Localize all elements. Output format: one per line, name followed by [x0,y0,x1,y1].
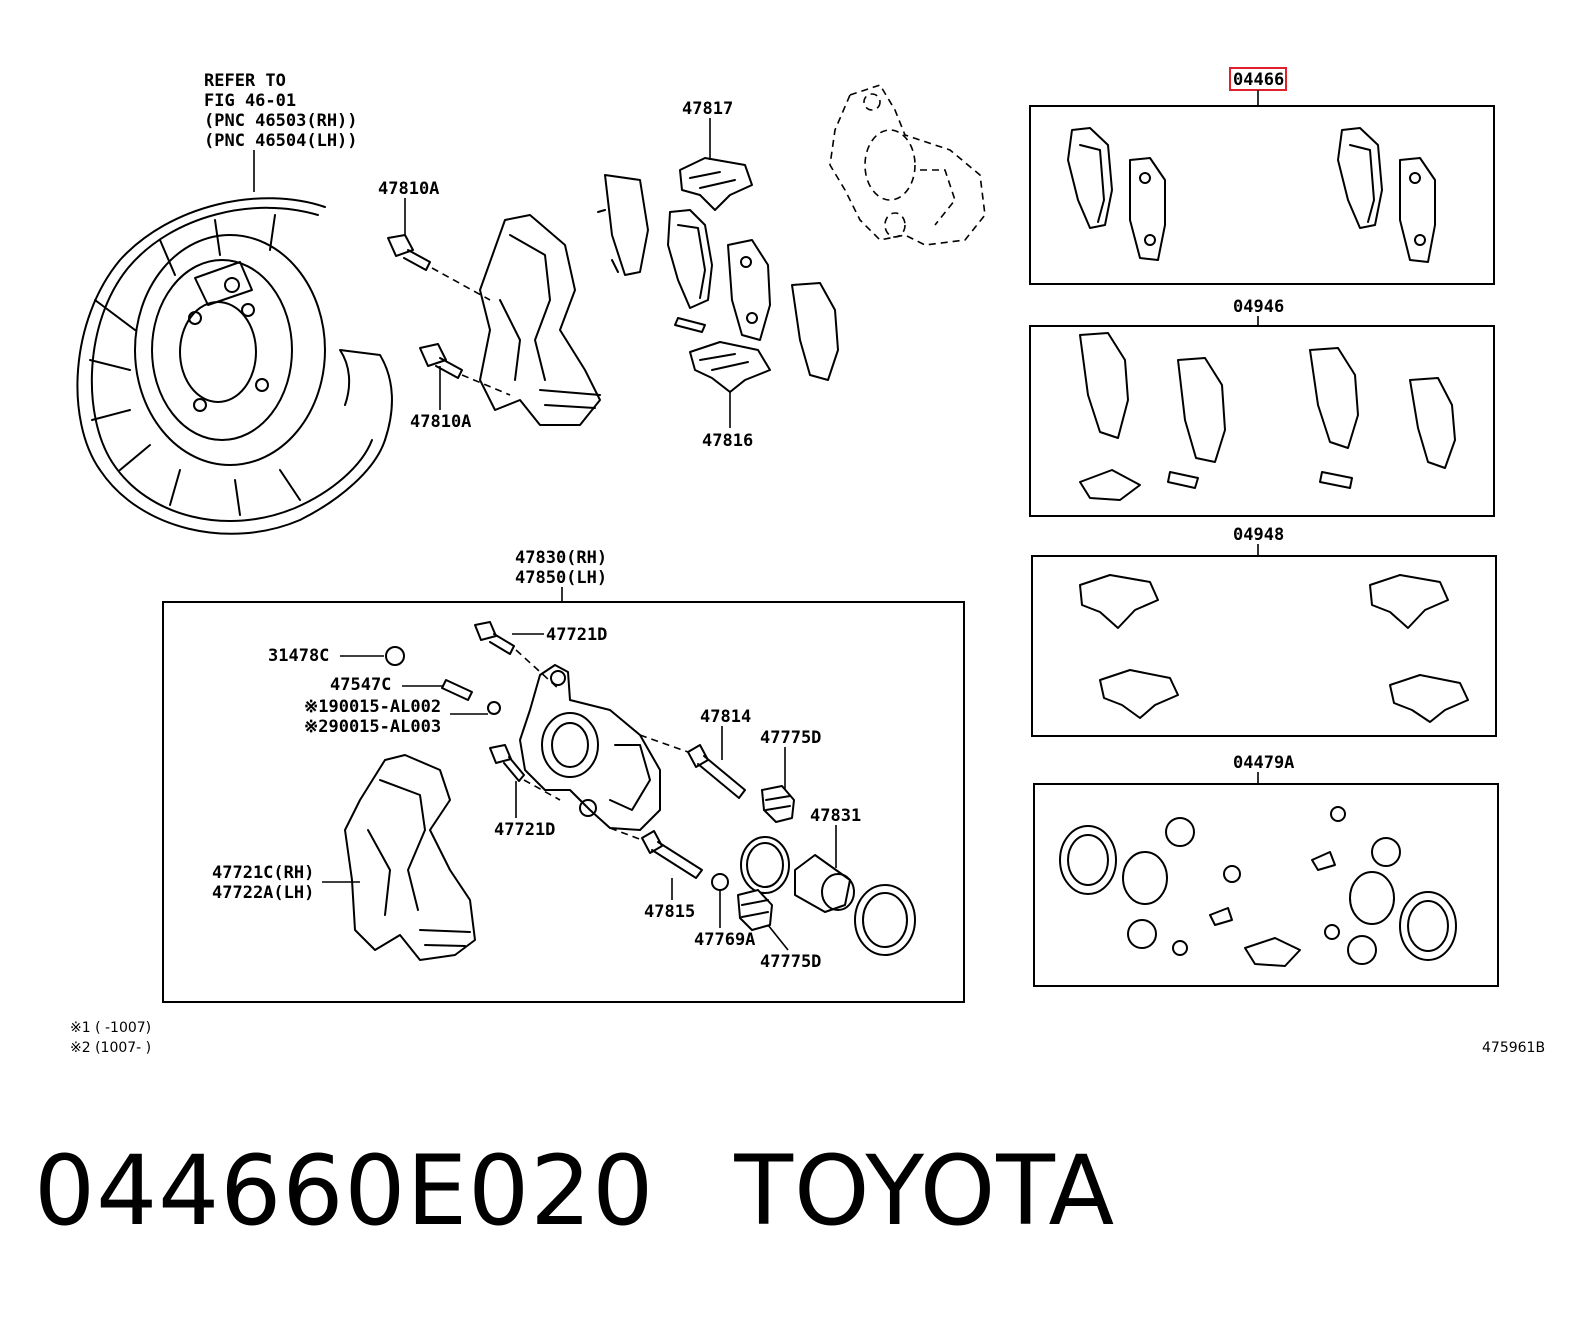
label-47816: 47816 [702,431,753,451]
refer-note-line4: (PNC 46504(LH)) [204,131,358,151]
bolt-47810A-top: 47810A [378,179,491,301]
caliper-assembly-box: 47830(RH) 47850(LH) 31478C 47547C ※19001… [162,548,965,1003]
footnote-2: ※2 (1007- ) [70,1040,151,1056]
caption: 044660E020 TOYOTA [34,1135,1115,1247]
label-47775D-bottom: 47775D [760,952,821,972]
label-04479A: 04479A [1233,753,1294,773]
kit-04479A: 04479A [1033,753,1499,987]
mounting-bracket-top-drawing [479,214,601,426]
label-47721C: 47721C(RH) [212,863,314,883]
label-04948: 04948 [1233,525,1284,545]
refer-note-line1: REFER TO [204,71,286,91]
refer-note-line2: FIG 46-01 [204,91,296,111]
label-47721D-top: 47721D [546,625,607,645]
dust-shield-drawing [76,197,393,535]
label-47547C: 47547C [330,675,391,695]
caption-brand: TOYOTA [734,1135,1116,1247]
kit-04946: 04946 [1029,297,1495,517]
footnote-1: ※1 ( -1007) [70,1020,151,1036]
label-47769A: 47769A [694,930,755,950]
label-47830: 47830(RH) [515,548,607,568]
label-47810A-bottom: 47810A [410,412,471,432]
kit-04948: 04948 [1031,525,1497,737]
shims-47817: 47817 [597,99,753,276]
label-31478C: 31478C [268,646,329,666]
caliper-phantom-drawing [829,84,986,246]
refer-note-line3: (PNC 46503(RH)) [204,111,358,131]
label-47815: 47815 [644,902,695,922]
diagram-id: 475961B [1482,1040,1545,1056]
label-note2-ref: ※290015-AL003 [304,717,441,737]
label-47814: 47814 [700,707,751,727]
label-47810A-top: 47810A [378,179,439,199]
brake-pads-center [667,209,839,381]
label-47722A: 47722A(LH) [212,883,314,903]
label-04466: 04466 [1233,70,1284,90]
caption-part-number: 044660E020 [34,1135,655,1247]
label-04946: 04946 [1233,297,1284,317]
label-note1-ref: ※190015-AL002 [304,697,441,717]
label-47850: 47850(LH) [515,568,607,588]
label-47775D-top: 47775D [760,728,821,748]
label-47817: 47817 [682,99,733,119]
label-47721D-bottom: 47721D [494,820,555,840]
bolt-47810A-bottom: 47810A [410,343,511,432]
refer-note: REFER TO FIG 46-01 (PNC 46503(RH)) (PNC … [204,71,358,192]
shims-47816: 47816 [689,341,771,451]
kit-04466: 04466 [1029,67,1495,285]
label-47831: 47831 [810,806,861,826]
